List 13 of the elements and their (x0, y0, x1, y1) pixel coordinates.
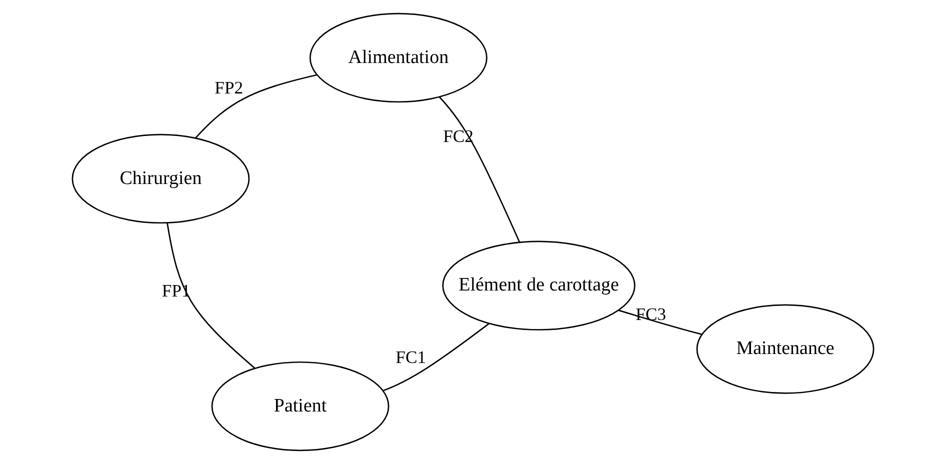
connector (194, 74, 317, 138)
connector (618, 310, 702, 335)
node-ellipse: Patient (210, 361, 389, 452)
edge-label: FP2 (214, 78, 243, 98)
edge-label: FC1 (395, 347, 426, 368)
connector (166, 222, 255, 369)
edge-label: FC3 (635, 304, 666, 324)
connector (438, 96, 520, 242)
node-ellipse: Chirurgien (71, 134, 250, 224)
node-ellipse: Alimentation (308, 12, 487, 103)
node-ellipse: Maintenance (696, 304, 874, 394)
connector (382, 323, 489, 392)
node-ellipse: Elément de carottage (442, 240, 635, 330)
